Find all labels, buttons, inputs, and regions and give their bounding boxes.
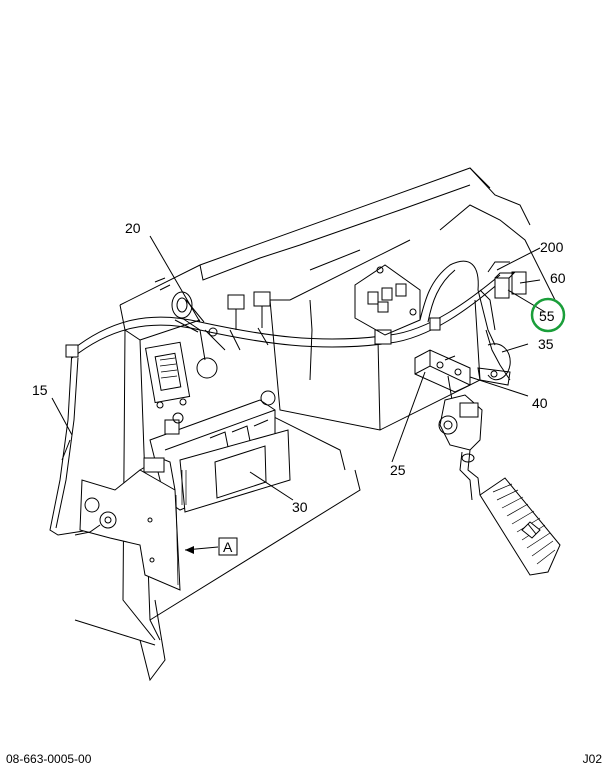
highlight-circle xyxy=(530,297,566,333)
right-connector-bracket xyxy=(354,264,421,336)
callout-55: 55 xyxy=(539,308,555,324)
mounting-clip xyxy=(477,343,511,386)
relay-connectors xyxy=(485,261,527,381)
callout-30: 30 xyxy=(292,499,308,515)
callout-A-box xyxy=(218,537,238,556)
callout-A: A xyxy=(223,539,233,555)
leader-lines xyxy=(51,235,546,554)
callout-15: 15 xyxy=(32,382,48,398)
wiring-harness xyxy=(49,260,501,536)
callout-20: 20 xyxy=(125,220,141,236)
callout-35: 35 xyxy=(538,336,554,352)
callout-labels: 20 15 25 30 35 40 200 60 55 A xyxy=(32,220,566,556)
bulkhead-grommet xyxy=(144,291,193,409)
document-number: 08-663-0005-00 xyxy=(6,752,92,766)
dash-panel-outline xyxy=(74,167,556,682)
callout-200: 200 xyxy=(540,239,564,255)
accelerator-pedal xyxy=(438,394,561,576)
mounting-plate xyxy=(74,457,181,591)
callout-60: 60 xyxy=(550,270,566,286)
page-code: J02 xyxy=(582,752,602,766)
upper-connectors xyxy=(227,291,313,381)
callout-40: 40 xyxy=(532,395,548,411)
callout-25: 25 xyxy=(390,462,406,478)
pedal-bracket xyxy=(414,349,471,401)
